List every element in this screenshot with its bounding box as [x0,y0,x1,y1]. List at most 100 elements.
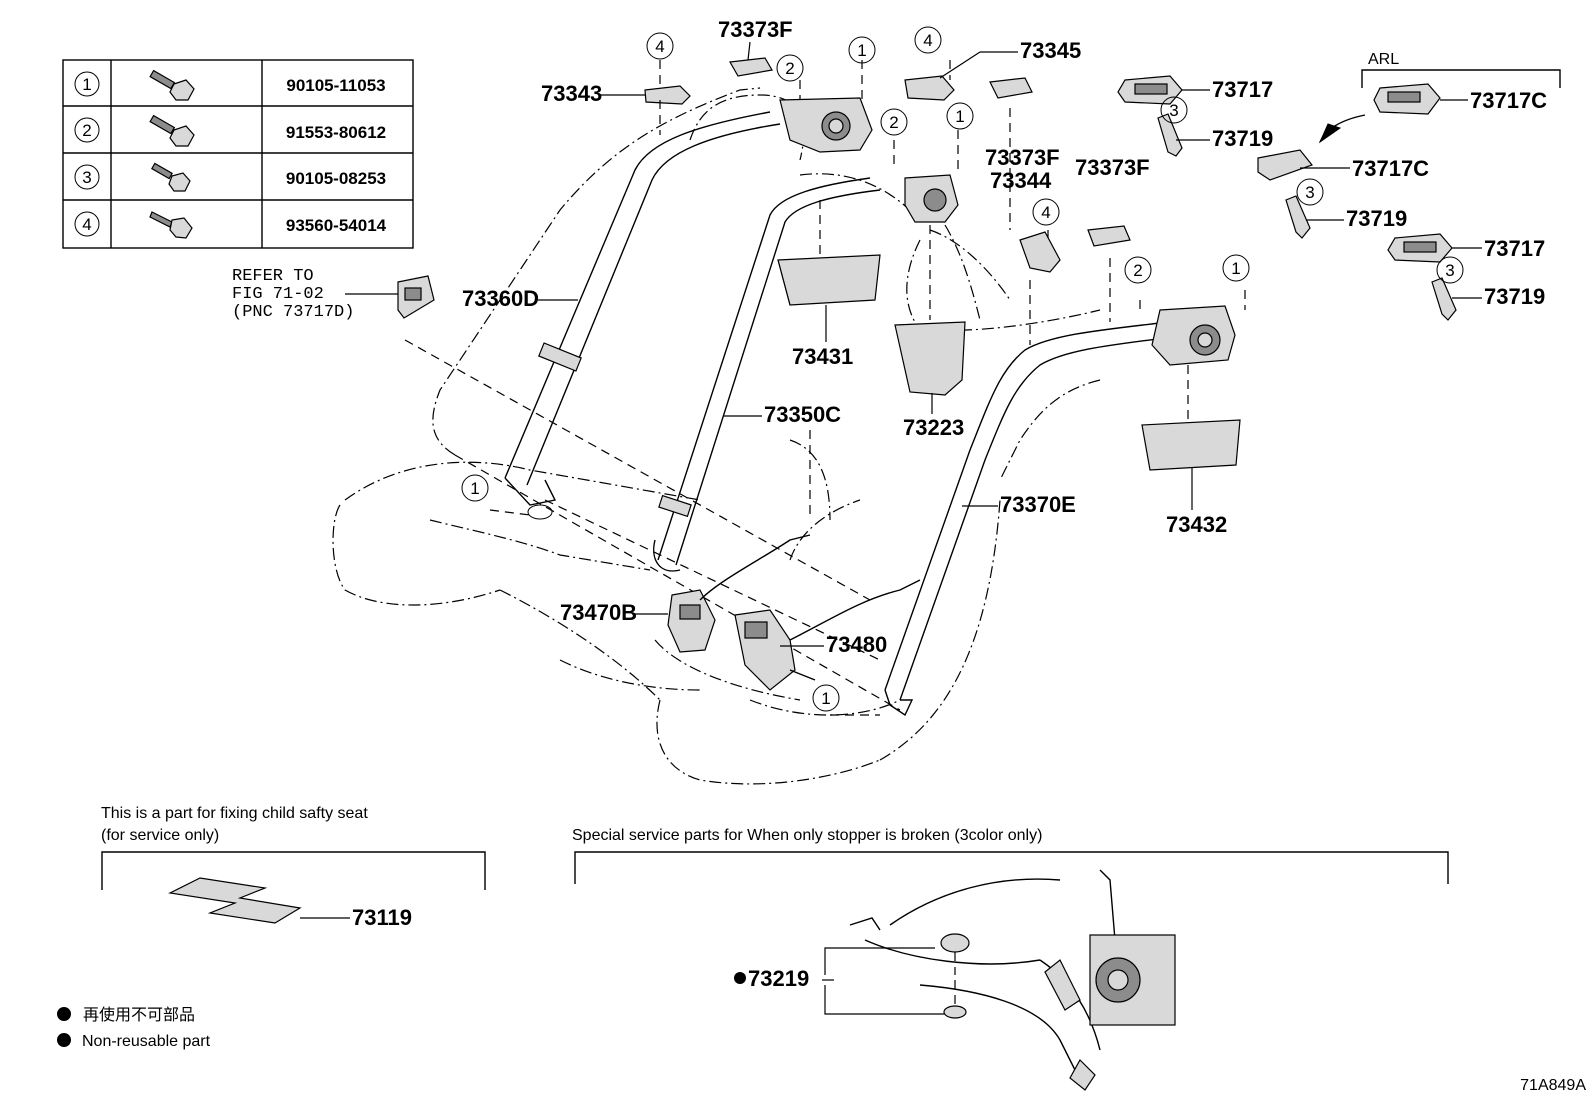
child-seat-note-line-2: (for service only) [101,827,219,844]
label-73370E: 73370E [1000,492,1076,517]
fastener-table: 1 90105-11053 2 91553-80612 3 90105-0825… [62,59,414,249]
cover-73343 [644,85,691,105]
child-seat-note-line-1: This is a part for fixing child safty se… [101,805,368,822]
legend-jp: 再使用不可部品 [83,1006,195,1024]
label-73719-c: 73719 [1484,284,1545,309]
cap-73373F-a [729,57,773,77]
stopper-note: Special service parts for When only stop… [572,827,1042,844]
buckle-73480 [734,609,816,691]
ref-circle-1: 1 [470,479,479,498]
stopper-section: Special service parts for When only stop… [572,827,1449,1091]
ref-circle-4: 4 [1041,203,1050,222]
table-ref-2: 2 [82,121,91,140]
cover-73717C-b [1257,149,1313,181]
bracket-73119-icon [168,877,302,924]
ref-circle-1: 1 [821,689,830,708]
legend-en: Non-reusable part [82,1033,211,1050]
seat-belt-73350C [653,177,881,572]
stopper-pin-icon [940,933,970,1019]
retractor-right [1151,305,1236,366]
label-73480: 73480 [826,632,887,657]
refer-line-1: REFER TO [232,267,314,286]
ref-circle-1: 1 [955,107,964,126]
label-73717-b: 73717 [1484,236,1545,261]
bolt-flange-icon [149,69,195,101]
stopper-belt-drawing [849,869,1176,1091]
label-73470B: 73470B [560,600,637,625]
label-73119: 73119 [352,905,412,930]
bolt-small-icon [151,162,191,192]
arl-bracket: ARL [1318,51,1561,144]
refer-line-3: (PNC 73717D) [232,303,354,322]
clip-73719-b [1285,195,1311,239]
buckle-wires [699,534,921,641]
non-reusable-dot-icon [734,972,746,984]
table-part-no-4: 93560-54014 [286,216,387,235]
clip-73719-c [1431,277,1457,321]
refer-line-2: FIG 71-02 [232,285,324,304]
ref-circle-3: 3 [1169,101,1178,120]
ref-circle-1: 1 [1231,259,1240,278]
refer-note: REFER TO FIG 71-02 (PNC 73717D) [232,267,435,322]
table-ref-4: 4 [82,215,91,234]
label-73344: 73344 [990,168,1052,193]
label-73373F-a: 73373F [718,17,793,42]
label-73432: 73432 [1166,512,1227,537]
arrow-icon [1318,123,1342,144]
install-guide-lines [489,60,1246,716]
screw-icon [149,211,193,239]
label-73373F-c: 73373F [1075,155,1150,180]
seat-belt-73360D [504,111,781,520]
bolt-washer-icon [149,114,195,147]
cap-73373F-b [989,77,1033,99]
label-73717C-b: 73717C [1352,156,1429,181]
box-73431 [777,254,881,306]
retractor-center [904,174,959,223]
retractor-left [779,97,873,153]
arl-label: ARL [1368,51,1399,68]
label-73223: 73223 [903,415,964,440]
ref-circle-2: 2 [1133,261,1142,280]
callout-labels: 73343 73373F 73345 73373F 73344 73373F 7… [462,17,1547,657]
table-part-no-2: 91553-80612 [286,123,386,142]
cap-73373F-c [1087,225,1131,247]
label-73719-b: 73719 [1346,206,1407,231]
cover-73717C-a [1373,83,1441,115]
table-ref-3: 3 [82,168,91,187]
label-73350C: 73350C [764,402,841,427]
cover-73345 [904,75,955,101]
ref-circle-1: 1 [857,41,866,60]
label-73219: 73219 [748,966,809,991]
box-73223 [894,321,966,396]
ref-circle-4: 4 [923,31,932,50]
table-part-no-1: 90105-11053 [286,76,385,95]
ref-circle-4: 4 [655,37,664,56]
ref-circles: 4 2 1 4 2 1 4 2 1 3 3 3 1 1 [461,26,1464,712]
cover-73717-a [1117,75,1183,105]
label-73360D: 73360D [462,286,539,311]
legend-dot-icon [57,1007,71,1021]
table-part-no-3: 90105-08253 [286,169,386,188]
child-seat-section: This is a part for fixing child safty se… [101,805,486,930]
legend-dot-icon [57,1033,71,1047]
figure-id: 71A849A [1520,1077,1586,1094]
ref-circle-3: 3 [1445,261,1454,280]
ref-circle-3: 3 [1305,183,1314,202]
label-73717-a: 73717 [1212,77,1273,102]
seat-belt-73370E [884,322,1166,717]
label-73345: 73345 [1020,38,1081,63]
label-73717C-a: 73717C [1470,88,1547,113]
legend: 再使用不可部品 Non-reusable part [57,1006,211,1050]
bracket-73344 [1019,231,1061,273]
clip-73719-a [1157,113,1183,157]
label-73431: 73431 [792,344,853,369]
ref-circle-2: 2 [785,59,794,78]
switch-part-icon [397,275,435,319]
ref-circle-2: 2 [889,113,898,132]
label-73343: 73343 [541,81,602,106]
label-73373F-b: 73373F [985,145,1060,170]
cover-73717-b [1387,233,1453,263]
label-73719-a: 73719 [1212,126,1273,151]
table-ref-1: 1 [82,75,91,94]
